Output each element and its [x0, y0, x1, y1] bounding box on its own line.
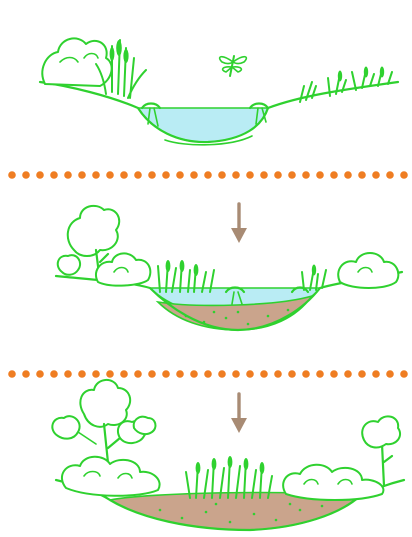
shrubs-right — [283, 465, 383, 500]
stage-open-pond — [40, 38, 398, 144]
down-arrow-icon — [231, 204, 247, 243]
separator-dotted-line-1 — [8, 171, 408, 179]
separator-dotted-line-2 — [8, 370, 408, 378]
grasses-right — [300, 67, 392, 103]
stage-filled-in-land — [52, 380, 404, 530]
bush-right — [338, 253, 398, 288]
stage-shallowing-pond — [56, 206, 402, 330]
dragonfly-icon — [220, 56, 247, 76]
tree-right — [362, 416, 400, 486]
reeds-right — [302, 265, 326, 291]
shrubs-left — [62, 457, 160, 496]
bush — [42, 38, 111, 86]
down-arrow-icon — [231, 394, 247, 433]
